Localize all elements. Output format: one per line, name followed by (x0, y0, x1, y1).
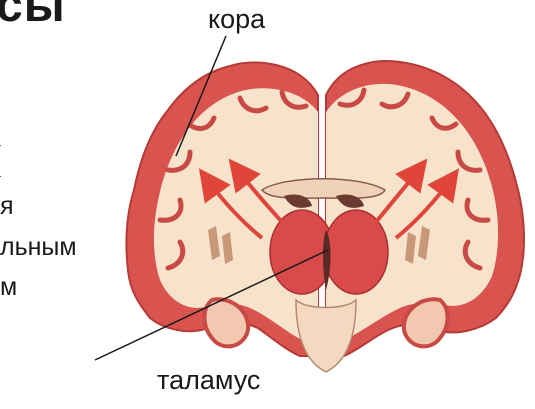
label-thalamus: таламус (157, 365, 260, 396)
label-cortex: кора (208, 4, 265, 35)
brainstem (296, 300, 356, 372)
thalamus-right (324, 210, 388, 294)
